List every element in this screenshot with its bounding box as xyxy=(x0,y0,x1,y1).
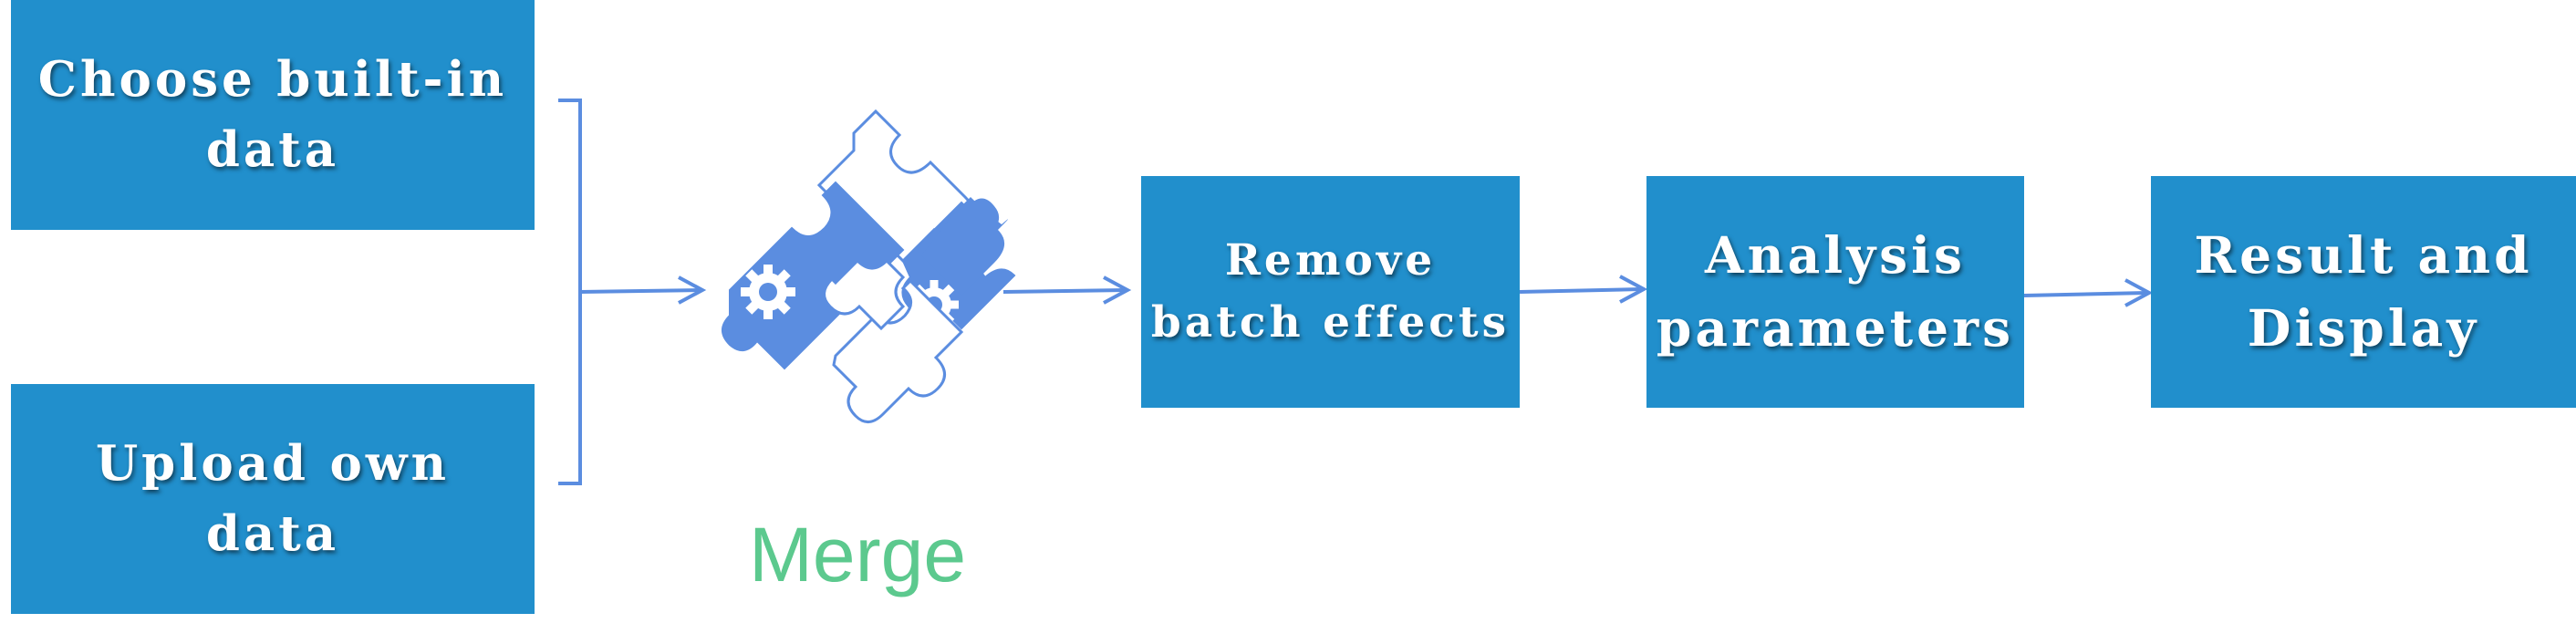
arrow-to-result xyxy=(2023,278,2154,307)
puzzle-gears-icon xyxy=(722,109,1016,423)
step-analysis-parameters-label: Analysis parameters xyxy=(1656,225,2015,358)
step-result-and-display: Result and Display xyxy=(2151,176,2576,408)
step-result-and-display-label: Result and Display xyxy=(2194,225,2533,358)
step-analysis-parameters: Analysis parameters xyxy=(1646,176,2024,408)
arrow-to-analysis xyxy=(1519,275,1648,304)
arrow-to-remove-batch xyxy=(1002,275,1132,305)
step-remove-batch-effects-label: Remove batch effects xyxy=(1150,234,1511,348)
step-remove-batch-effects: Remove batch effects xyxy=(1141,176,1520,408)
arrow-to-merge xyxy=(579,275,707,305)
step-choose-builtin-data: Choose built-in data xyxy=(11,0,535,230)
step-choose-builtin-data-label: Choose built-in data xyxy=(37,51,508,178)
input-bracket xyxy=(558,99,582,485)
step-upload-own-data-label: Upload own data xyxy=(95,435,451,562)
step-upload-own-data: Upload own data xyxy=(11,384,535,614)
merge-label: Merge xyxy=(748,512,967,597)
